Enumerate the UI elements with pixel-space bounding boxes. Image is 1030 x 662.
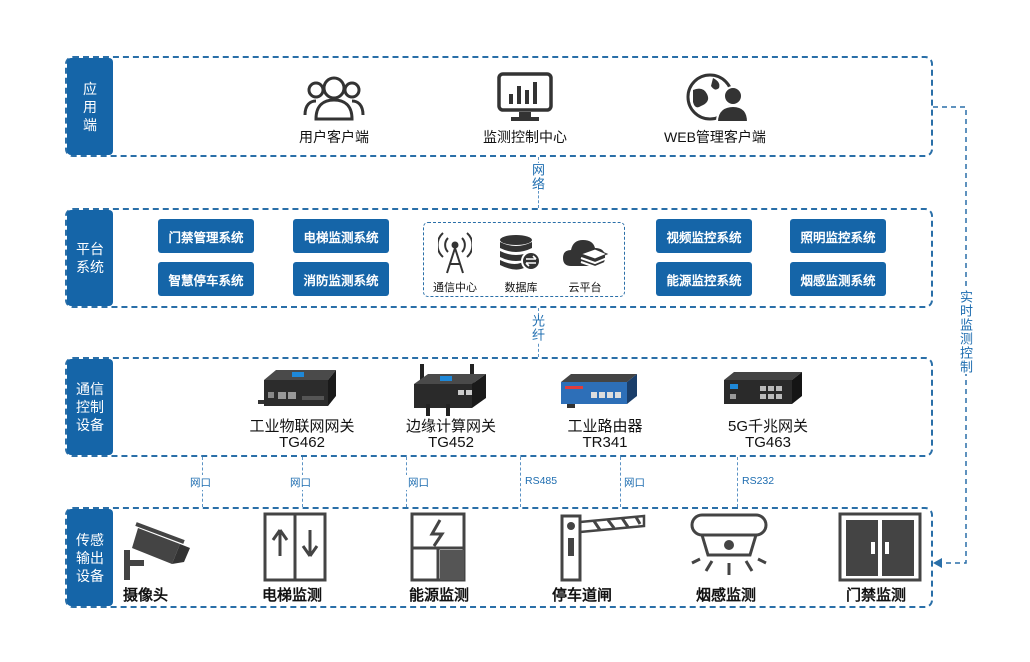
sensor-label: 摄像头 [123,587,169,604]
platform-system-button[interactable]: 门禁管理系统 [158,219,254,253]
monitor-chart-icon [497,72,553,121]
platform-system-button[interactable]: 电梯监测系统 [293,219,389,253]
platform-system-button[interactable]: 消防监测系统 [293,262,389,296]
device-model: TG463 [745,434,791,451]
smoke-detector-icon [690,513,768,575]
platform-system-button[interactable]: 智慧停车系统 [158,262,254,296]
cloud-icon [563,240,609,269]
app-layer [65,56,933,157]
door-icon [838,512,922,582]
barrier-gate-icon [560,514,646,582]
device-model: TR341 [582,434,628,451]
platform-layer [65,208,933,308]
device-name: 边缘计算网关 [405,418,496,435]
sensor-label: 能源监测 [409,587,470,604]
sensor-layer [65,507,933,608]
interface-label: 网口 [406,475,431,490]
interface-label: RS485 [523,475,560,487]
elevator-icon [263,512,327,582]
realtime-loop-label: 实时监测控制 [958,290,973,374]
platform-core-box [423,222,625,297]
sensor-layer-label: 传感 输出 设备 [67,509,113,606]
device-name: 5G千兆网关 [727,418,808,435]
network-link-label: 网络 [530,163,545,191]
database-icon [500,235,541,271]
device-name: 工业路由器 [567,418,643,435]
device-name: 工业物联网网关 [249,418,355,435]
app-layer-label: 应 用 端 [67,58,113,155]
platform-system-button[interactable]: 烟感监测系统 [790,262,886,296]
sensor-label: 停车道闸 [552,587,613,604]
sensor-label: 烟感监测 [696,587,757,604]
platform-layer-label: 平台 系统 [67,210,113,306]
comm-layer [65,357,933,457]
router-device-image [561,374,637,408]
platform-core-label: 通信中心 [433,282,477,294]
platform-core-label: 云平台 [568,282,602,294]
app-item-label: 用户客户端 [299,129,369,145]
globe-user-icon [686,73,749,123]
antenna-icon [438,232,472,274]
fiber-link-label: 光纤 [530,314,545,342]
platform-system-button[interactable]: 视频监控系统 [656,219,752,253]
comm-layer-label: 通信 控制 设备 [67,359,113,455]
interface-label: 网口 [288,475,313,490]
app-item-label: WEB管理客户端 [664,129,766,145]
app-item-label: 监测控制中心 [483,129,567,145]
interface-line [520,457,521,507]
platform-system-button[interactable]: 照明监控系统 [790,219,886,253]
interface-line [620,457,621,507]
platform-core-label: 数据库 [504,282,538,294]
interface-line [737,457,738,507]
sensor-label: 电梯监测 [262,587,323,604]
gateway-device-image [258,370,336,406]
camera-icon [124,522,190,580]
5g-gateway-device-image [724,372,802,404]
platform-system-button[interactable]: 能源监控系统 [656,262,752,296]
energy-icon [410,512,466,582]
sensor-label: 门禁监测 [846,587,907,604]
interface-label: RS232 [740,475,777,487]
device-model: TG452 [428,434,474,451]
users-icon [303,76,365,121]
edge-gateway-device-image [414,364,486,416]
device-model: TG462 [279,434,325,451]
interface-label: 网口 [622,475,647,490]
interface-label: 网口 [188,475,213,490]
